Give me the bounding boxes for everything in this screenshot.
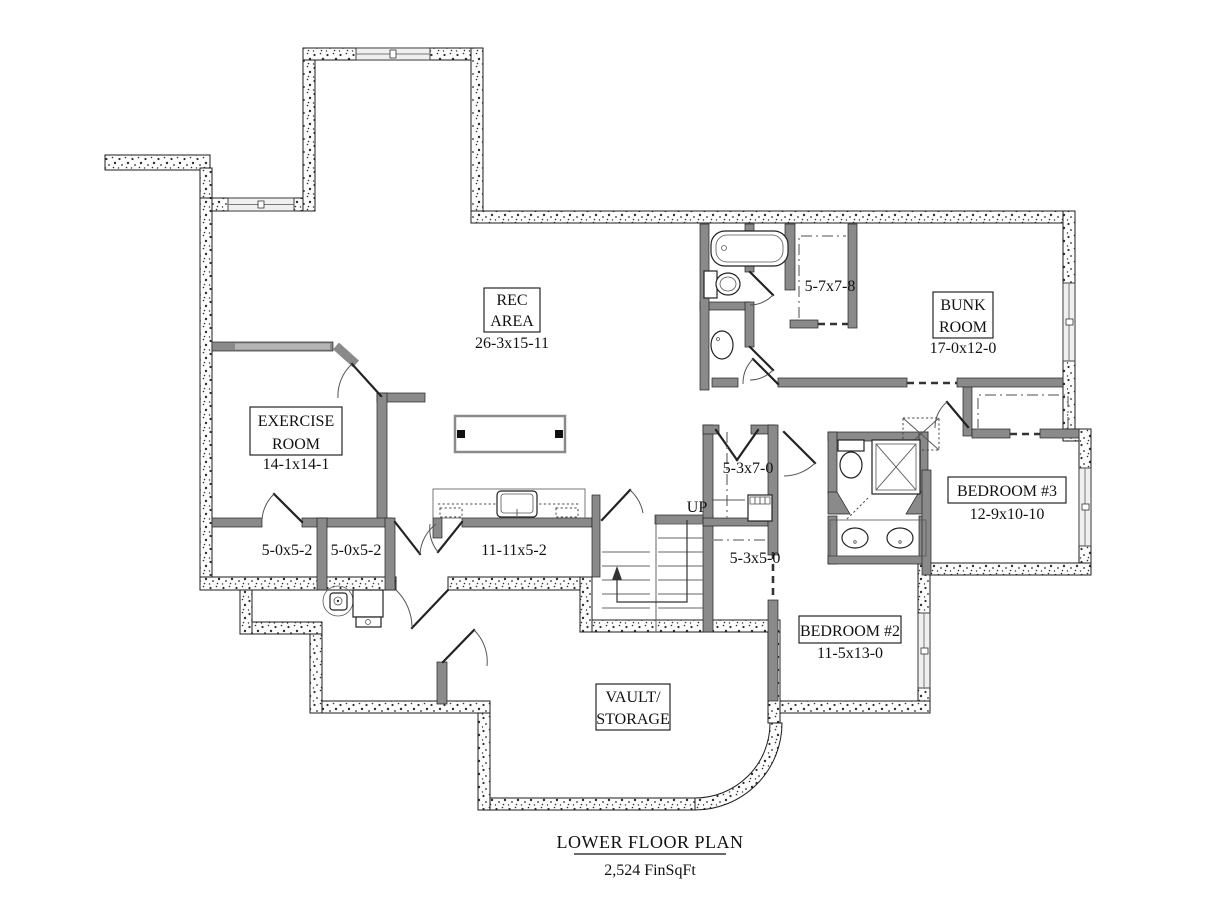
staircase	[602, 515, 703, 632]
doors	[261, 270, 970, 667]
door-swing	[742, 357, 780, 386]
bar-counter-sink	[432, 488, 586, 519]
svg-text:BUNK: BUNK	[940, 297, 986, 314]
curved-foundation-wall	[694, 722, 783, 811]
fixtures	[322, 230, 927, 628]
ceiling-line	[798, 235, 846, 318]
door-swing	[395, 588, 450, 630]
door-swing	[748, 345, 775, 381]
stairs-up-label: UP	[687, 499, 708, 516]
bathtub	[710, 230, 789, 267]
plan-area: 2,524 FinSqFt	[604, 862, 696, 879]
door-swing	[441, 628, 488, 667]
toilet	[703, 270, 741, 299]
bedroom3-label: BEDROOM #3 12-9x10-10	[947, 476, 1067, 523]
windows	[227, 47, 1092, 689]
plan-title: LOWER FLOOR PLAN	[557, 832, 744, 852]
hall-closet-dims: 5-3x7-0	[723, 460, 774, 477]
door-swing	[600, 488, 644, 522]
svg-text:14-1x14-1: 14-1x14-1	[263, 456, 330, 473]
exercise-room-label: EXERCISE ROOM 14-1x14-1	[249, 406, 343, 473]
svg-text:BEDROOM #3: BEDROOM #3	[957, 483, 1057, 500]
under-stair-dims: 5-3x5-0	[730, 550, 781, 567]
svg-text:12-9x10-10: 12-9x10-10	[970, 506, 1045, 523]
double-vanity	[829, 519, 927, 557]
window	[1062, 282, 1076, 362]
door-swing	[782, 430, 817, 477]
svg-text:STORAGE: STORAGE	[596, 711, 670, 728]
store-b-dims: 5-0x5-2	[331, 542, 382, 559]
window	[917, 612, 931, 689]
window	[227, 197, 295, 212]
dashed-lines	[712, 235, 1069, 598]
door-swing	[429, 520, 464, 554]
door-swing	[261, 492, 304, 524]
svg-text:REC: REC	[496, 292, 527, 309]
bedroom2-label: BEDROOM #2 11-5x13-0	[798, 615, 902, 662]
bunk-room-label: BUNK ROOM 17-0x12-0	[930, 291, 997, 357]
svg-text:AREA: AREA	[490, 313, 534, 330]
svg-text:26-3x15-11: 26-3x15-11	[475, 335, 549, 352]
rec-area-label: REC AREA 26-3x15-11	[475, 287, 549, 352]
title-block: LOWER FLOOR PLAN 2,524 FinSqFt	[557, 832, 744, 879]
window	[1078, 467, 1092, 547]
svg-text:EXERCISE: EXERCISE	[258, 413, 334, 430]
kitchen-island	[453, 414, 567, 454]
hall-store-dims: 11-11x5-2	[481, 542, 546, 559]
store-a-dims: 5-0x5-2	[262, 542, 313, 559]
furnace	[352, 589, 384, 628]
window	[355, 47, 431, 61]
svg-text:11-5x13-0: 11-5x13-0	[817, 645, 883, 662]
door-swing	[934, 400, 970, 429]
svg-text:ROOM: ROOM	[939, 319, 987, 336]
sink	[710, 330, 734, 360]
toilet	[837, 439, 865, 479]
direction-arrow	[612, 520, 688, 603]
door-swing	[393, 520, 437, 556]
svg-text:BEDROOM #2: BEDROOM #2	[800, 623, 900, 640]
labels: REC AREA 26-3x15-11 EXERCISE ROOM 14-1x1…	[249, 278, 1067, 879]
door-swing	[748, 270, 775, 306]
svg-text:17-0x12-0: 17-0x12-0	[930, 340, 997, 357]
ceiling-line	[977, 394, 1069, 430]
shower-door-swing	[845, 497, 869, 521]
closet-appliance	[712, 494, 773, 522]
water-heater	[322, 585, 354, 617]
door-swing	[337, 362, 383, 399]
svg-text:VAULT/: VAULT/	[605, 689, 661, 706]
shower	[845, 439, 921, 521]
vault-storage-label: VAULT/ STORAGE	[595, 683, 671, 731]
svg-text:ROOM: ROOM	[272, 436, 320, 453]
double-door-swing	[714, 428, 760, 462]
bath-closet-dims: 5-7x7-8	[805, 278, 856, 295]
